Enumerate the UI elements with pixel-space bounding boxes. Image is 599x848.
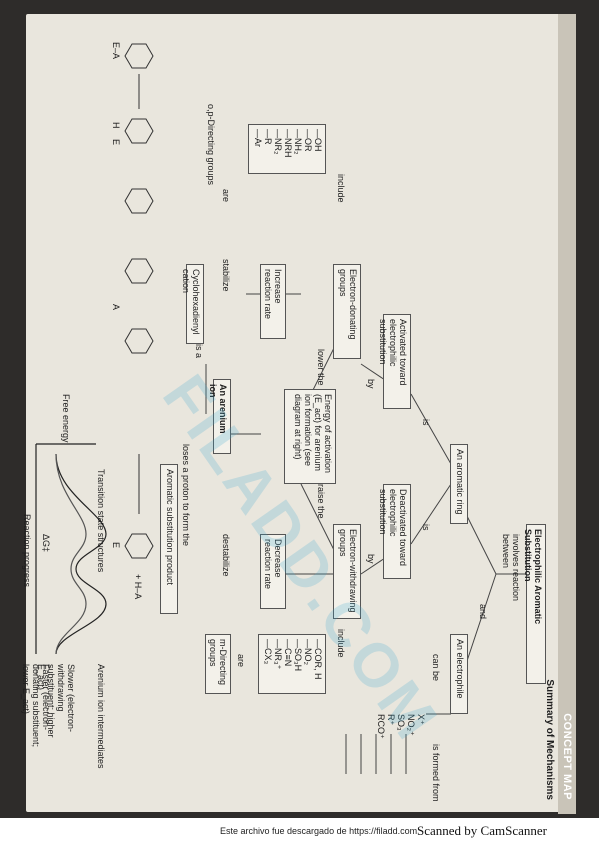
dg-label: ΔG‡ — [41, 534, 51, 553]
scanned-page-background: CONCEPT MAP Summary of Mechanisms — [0, 0, 599, 818]
download-notice: Este archivo fue descargado de https://f… — [220, 826, 418, 836]
ts-label: Transition state structures — [96, 469, 106, 573]
intermediates-label: Arenium ion intermediates — [96, 664, 106, 769]
energy-diagram — [35, 443, 107, 655]
reaction-progress-label: Reaction progress — [22, 514, 32, 588]
concept-map: CONCEPT MAP Summary of Mechanisms — [21, 14, 576, 814]
paper-sheet: CONCEPT MAP Summary of Mechanisms — [21, 14, 576, 814]
mechanism-scheme — [124, 43, 154, 559]
scanner-credit: Scanned by CamScanner — [417, 823, 547, 838]
faster-label: Faster (electron-donating substituent; l… — [21, 664, 51, 748]
free-energy-label: Free energy — [61, 394, 71, 443]
